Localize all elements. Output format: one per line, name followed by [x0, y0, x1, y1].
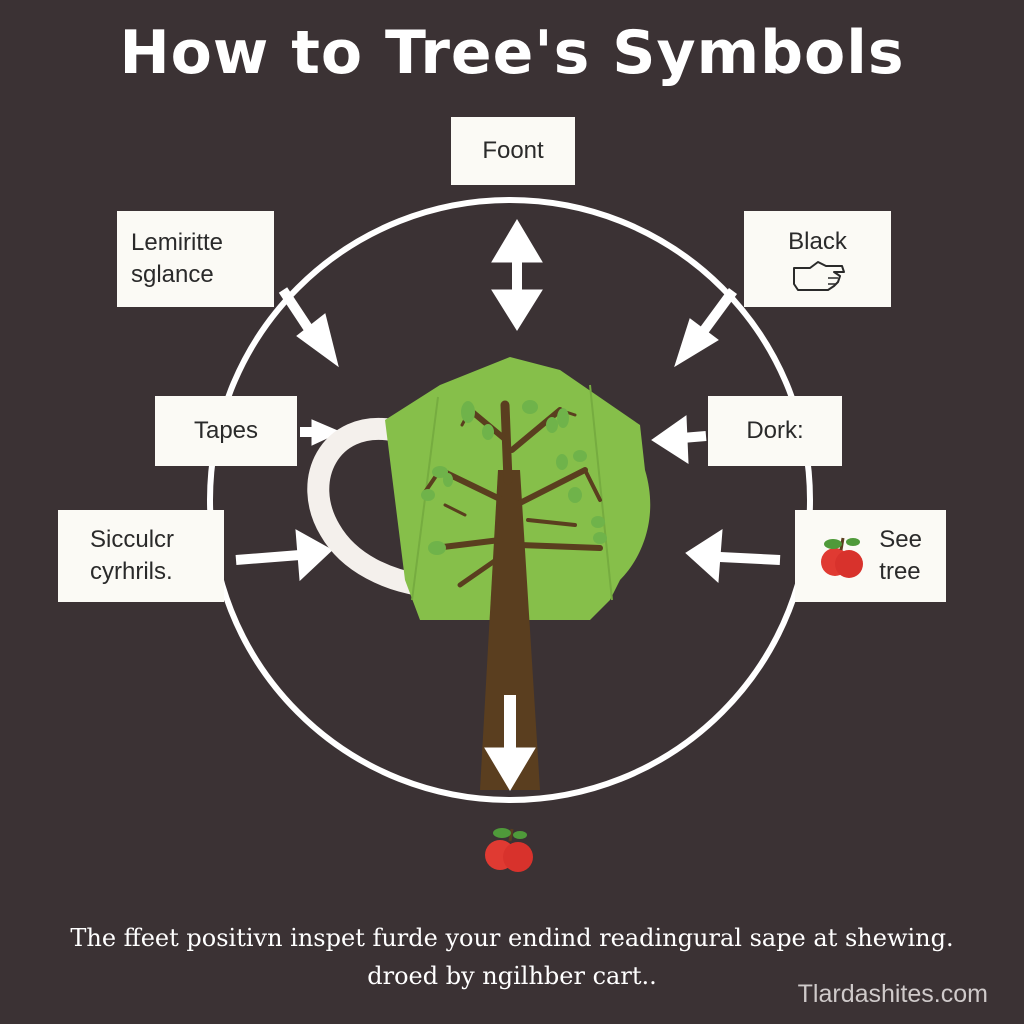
label-lower-left: Sicculcr cyrhrils.: [90, 526, 175, 585]
caption-line-1: The ffeet positivn inspet furde your end…: [70, 924, 954, 952]
caption-line-2: droed by ngilhber cart..: [367, 962, 657, 990]
apple-icon: [821, 537, 863, 578]
label-box-top: Foont: [451, 117, 575, 185]
mug-handle: [307, 417, 431, 596]
label-top: Foont: [482, 137, 544, 164]
arrow-top: [491, 219, 543, 331]
label-box-upper-left: Lemiritte sglance: [117, 211, 274, 307]
arrow-upper-left: [278, 287, 339, 368]
page-title: How to Tree's Symbols: [119, 18, 905, 88]
label-box-lower-right: See tree: [795, 510, 946, 602]
tree-trunk: [480, 470, 540, 790]
tree-leaves: [421, 400, 607, 555]
label-box-mid-right: Dork:: [708, 396, 842, 466]
label-upper-left: Lemiritte sglance: [131, 229, 224, 288]
arrow-mid-right: [651, 415, 707, 464]
outer-circle: [207, 197, 813, 803]
arrow-mid-left: [300, 419, 342, 446]
apple-icon: [485, 828, 533, 872]
label-mid-left: Tapes: [193, 417, 259, 444]
arrow-down-trunk: [484, 695, 536, 791]
label-mid-right: Dork:: [746, 417, 804, 444]
hand-pointing-icon: [792, 261, 845, 291]
label-upper-right: Black: [788, 228, 847, 255]
arrow-upper-right: [674, 288, 738, 368]
label-box-mid-left: Tapes: [155, 396, 297, 466]
watermark: Tlardashites.com: [797, 980, 988, 1008]
arrow-lower-right: [685, 529, 781, 584]
label-box-upper-right: Black: [744, 211, 891, 307]
arrow-lower-left: [235, 529, 333, 582]
label-box-lower-left: Sicculcr cyrhrils.: [58, 510, 224, 602]
label-lower-right: See tree: [879, 526, 922, 585]
